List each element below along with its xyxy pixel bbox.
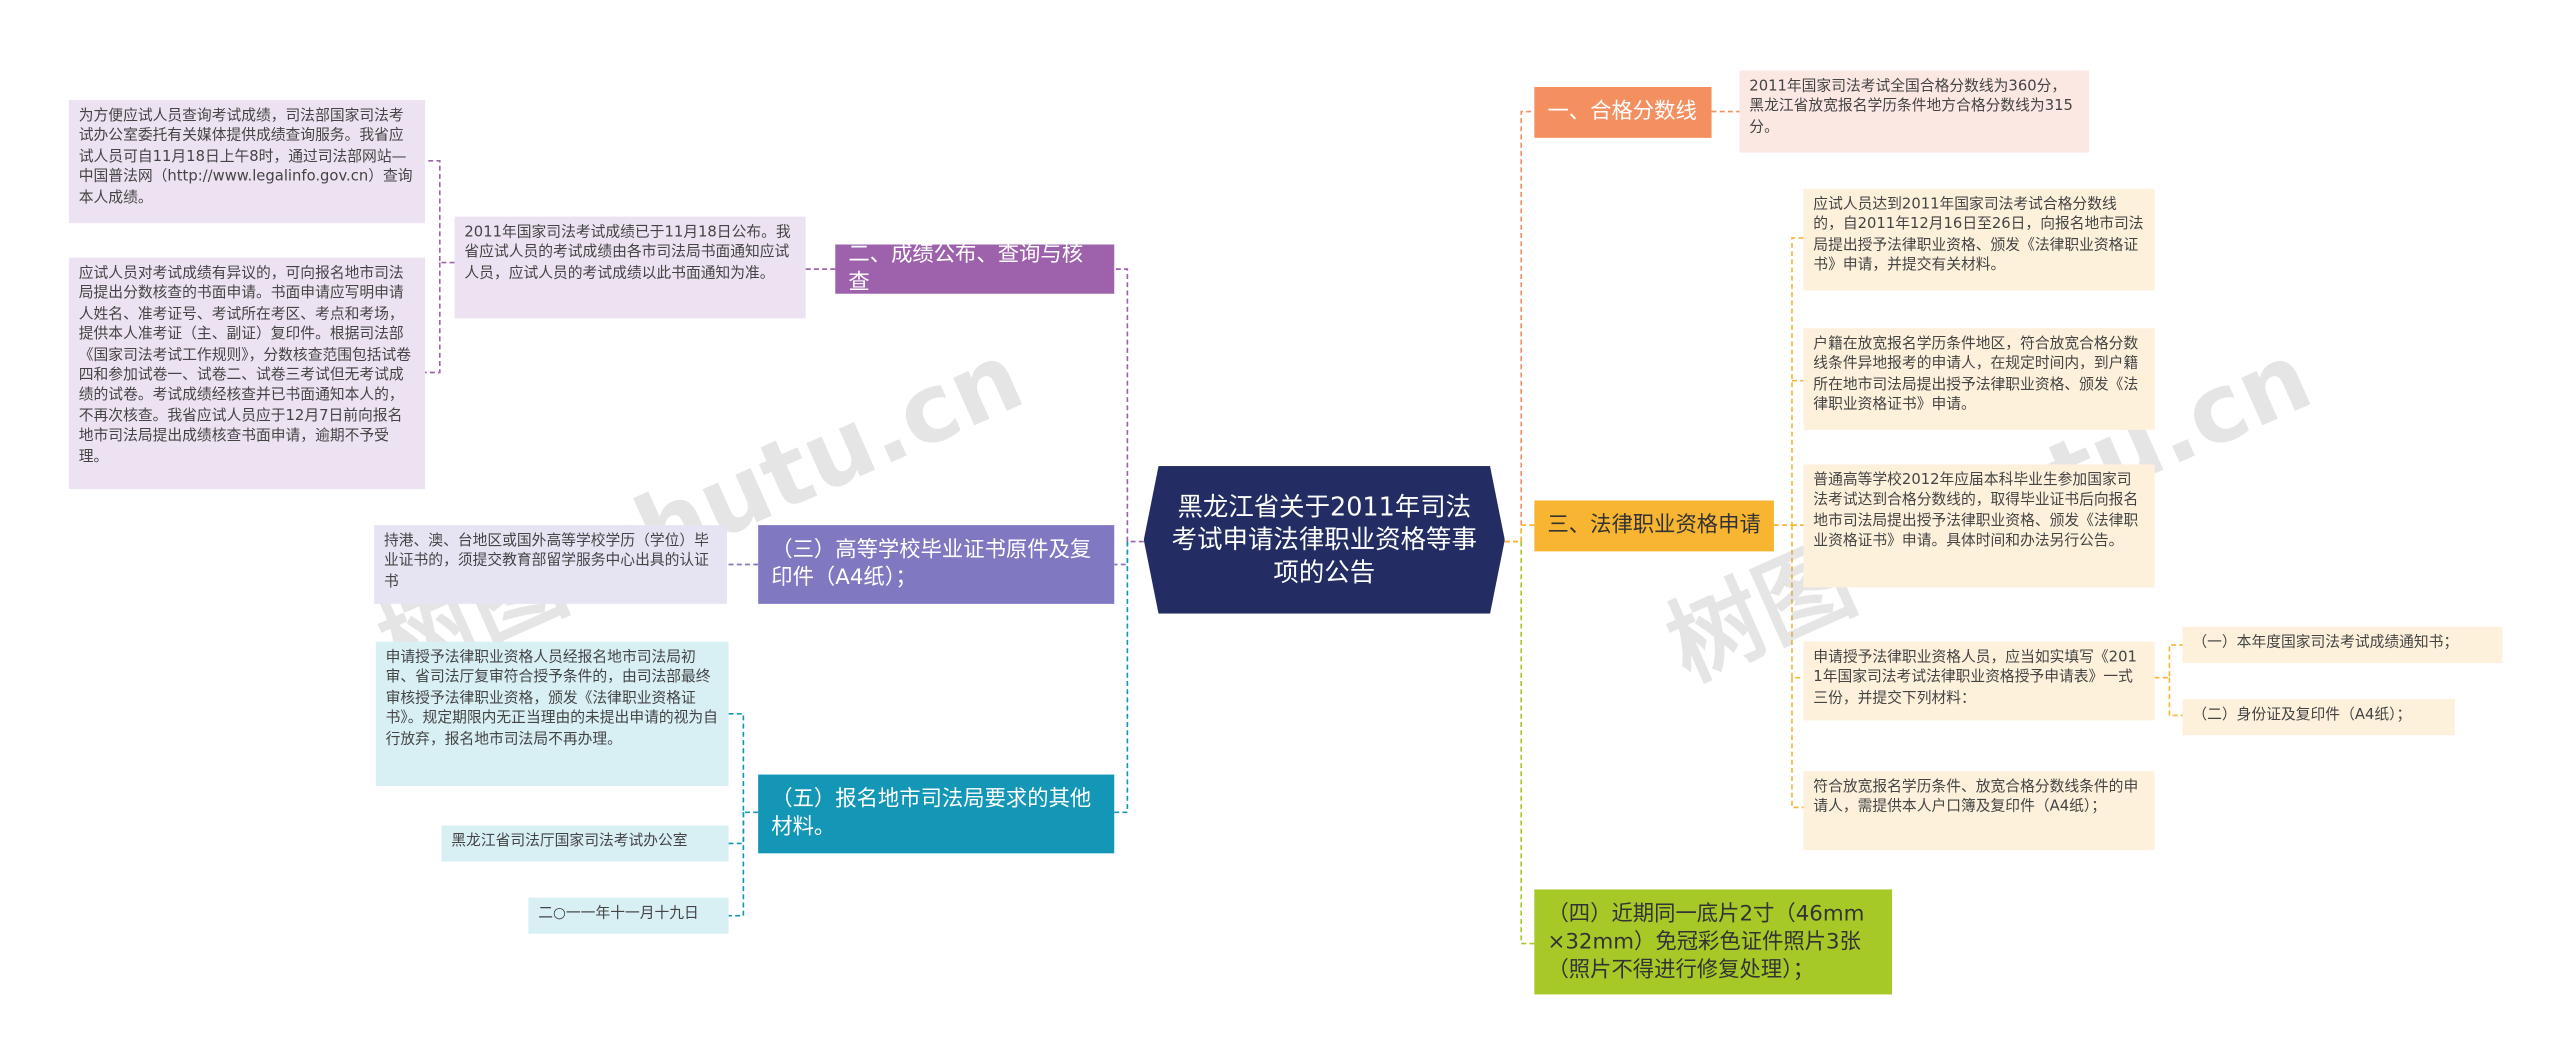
qualification-item: 普通高等学校2012年应届本科毕业生参加国家司法考试达到合格分数线的，取得毕业证… bbox=[1803, 464, 2155, 588]
issuing-office: 黑龙江省司法厅国家司法考试办公室 bbox=[441, 825, 729, 862]
branch-photo-requirement[interactable]: （四）近期同一底片2寸（46mm×32mm）免冠彩色证件照片3张（照片不得进行修… bbox=[1534, 889, 1893, 995]
central-topic[interactable]: 黑龙江省关于2011年司法考试申请法律职业资格等事项的公告 bbox=[1144, 466, 1505, 614]
qualification-item: 应试人员达到2011年国家司法考试合格分数线的，自2011年12月16日至26日… bbox=[1803, 188, 2155, 291]
review-process-detail: 申请授予法律职业资格人员经报名地市司法局初审、省司法厅复审符合授予条件的，由司法… bbox=[375, 641, 729, 787]
branch-score-release[interactable]: 二、成绩公布、查询与核查 bbox=[835, 243, 1115, 295]
score-query-detail: 为方便应试人员查询考试成绩，司法部国家司法考试办公室委托有关媒体提供成绩查询服务… bbox=[68, 100, 426, 224]
issue-date: 二○一一年十一月十九日 bbox=[528, 897, 729, 934]
branch-passing-score[interactable]: 一、合格分数线 bbox=[1534, 86, 1712, 138]
qualification-item: 申请授予法律职业资格人员，应当如实填写《2011年国家司法考试法律职业资格授予申… bbox=[1803, 641, 2155, 721]
diploma-certification-detail: 持港、澳、台地区或国外高等学校学历（学位）毕业证书的，须提交教育部留学服务中心出… bbox=[374, 525, 727, 604]
branch-other-materials[interactable]: （五）报名地市司法局要求的其他材料。 bbox=[758, 774, 1115, 854]
required-material-item: （二）身份证及复印件（A4纸）； bbox=[2182, 699, 2455, 736]
required-material-item: （一）本年度国家司法考试成绩通知书； bbox=[2182, 626, 2503, 663]
score-release-detail: 2011年国家司法考试成绩已于11月18日公布。我省应试人员的考试成绩由各市司法… bbox=[454, 216, 806, 319]
score-review-detail: 应试人员对考试成绩有异议的，可向报名地市司法局提出分数核查的书面申请。书面申请应… bbox=[68, 257, 426, 490]
passing-score-detail: 2011年国家司法考试全国合格分数线为360分，黑龙江省放宽报名学历条件地方合格… bbox=[1739, 70, 2089, 153]
branch-qualification-application[interactable]: 三、法律职业资格申请 bbox=[1534, 500, 1774, 552]
qualification-item: 符合放宽报名学历条件、放宽合格分数线条件的申请人，需提供本人户口簿及复印件（A4… bbox=[1803, 771, 2155, 851]
branch-diploma-copy[interactable]: （三）高等学校毕业证书原件及复印件（A4纸）； bbox=[758, 525, 1115, 604]
qualification-item: 户籍在放宽报名学历条件地区，符合放宽合格分数线条件异地报考的申请人，在规定时间内… bbox=[1803, 328, 2155, 430]
